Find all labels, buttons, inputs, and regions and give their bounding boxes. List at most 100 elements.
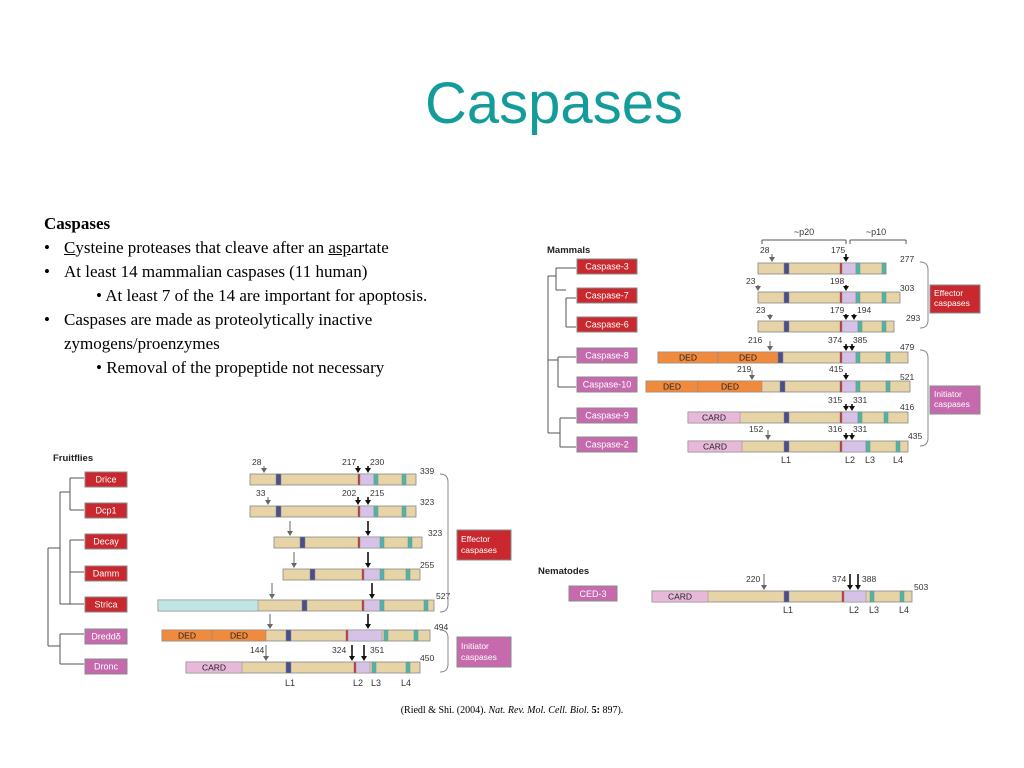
- mammal-initiator-label-1: Initiator: [934, 389, 962, 399]
- ced-3-segment-5: [899, 590, 905, 603]
- fly-length-450: 450: [420, 653, 434, 663]
- site-c8-b: 374: [828, 335, 842, 345]
- caspase-10-segment-2: [779, 380, 786, 393]
- caspase-3-bar: [757, 262, 887, 275]
- dcp1-segment-0: [275, 505, 282, 518]
- mammal-length-303: 303: [900, 283, 914, 293]
- caspase-6-segment-0: [783, 320, 790, 333]
- citation: (Riedl & Shi. (2004). Nat. Rev. Mol. Cel…: [0, 705, 1024, 716]
- strica-segment-4: [379, 599, 385, 612]
- fly-dreddδ-box: [84, 628, 128, 645]
- dronc-segment-1: [285, 661, 292, 674]
- ced3-box: [568, 585, 618, 602]
- fly-site-6: 215: [370, 488, 384, 498]
- ced-3-segment-3: [843, 590, 867, 603]
- dronc-segment-0: [185, 661, 243, 674]
- ced3-site-2: 374: [832, 574, 846, 584]
- arrow-c10-b-head: [843, 375, 849, 380]
- strica-segment-3: [363, 599, 381, 612]
- fly-site-4: 33: [256, 488, 266, 498]
- ced3-loop-l1: L1: [783, 605, 793, 615]
- damm-segment-0: [309, 568, 316, 581]
- nematodes-header: Nematodes: [538, 566, 589, 577]
- mammal-caspase-9-label: Caspase-9: [585, 411, 629, 421]
- bullet2-text: At least 14 mammalian caspases (11 human…: [64, 262, 368, 281]
- fly-arrow-11-head: [269, 594, 275, 599]
- decay-segment-2: [359, 536, 383, 549]
- fly-effector-label-2: caspases: [461, 545, 497, 555]
- fly-dreddδ-label: Dreddδ: [91, 632, 121, 642]
- site-c8-a: 216: [748, 335, 762, 345]
- fly-site-3: 230: [370, 457, 384, 467]
- arrow-c8-c-head: [849, 346, 855, 351]
- fly-decay-box: [84, 533, 128, 550]
- dronc-segment-5: [405, 661, 411, 674]
- fruitflies-header: Fruitflies: [53, 453, 93, 464]
- fly-arrow-2-head: [355, 468, 361, 473]
- fly-arrow-5-head: [355, 500, 361, 505]
- bullet1-mid: ysteine proteases that cleave after an: [75, 238, 329, 257]
- fly-arrow-1-head: [261, 468, 267, 473]
- caspase-2-segment-4: [865, 440, 871, 453]
- fly-arrow-3-head: [365, 468, 371, 473]
- dredd-segment-4: [347, 629, 383, 642]
- fly-site-7: 144: [250, 645, 264, 655]
- site-c6-c: 194: [857, 305, 871, 315]
- caspase-6-segment-4: [881, 320, 887, 333]
- dronc-segment-4: [371, 661, 377, 674]
- fly-damm-box: [84, 565, 128, 582]
- mammal-caspase-9-box: [576, 407, 638, 424]
- ced-3-segment-0: [651, 590, 709, 603]
- fly-dronc-label: Dronc: [94, 662, 119, 672]
- ced3-length: 503: [914, 582, 928, 592]
- mammal-caspase-7-box: [576, 287, 638, 304]
- dcp1-segment-4: [401, 505, 407, 518]
- site-c10-a: 219: [737, 364, 751, 374]
- dronc-domain-0: CARD: [202, 663, 226, 673]
- caspase-8-domain-1: DED: [739, 353, 757, 363]
- mammal-effector-box: [929, 284, 981, 314]
- caspase-3-segment-1: [839, 262, 843, 275]
- drice-segment-2: [359, 473, 375, 486]
- mammal-loop-l2: L2: [845, 455, 855, 465]
- fly-arrow-17-head: [361, 656, 367, 661]
- sub-bullet-propeptide: • Removal of the propeptide not necessar…: [96, 358, 385, 377]
- mammal-initiator-bracket: [919, 349, 929, 447]
- caspase-9-segment-0: [687, 411, 741, 424]
- site-c6-b: 179: [830, 305, 844, 315]
- decay-segment-0: [299, 536, 306, 549]
- damm-segment-4: [405, 568, 411, 581]
- fly-length-339: 339: [420, 466, 434, 476]
- fly-dcp1-box: [84, 502, 128, 519]
- sub-bullet-apoptosis: • At least 7 of the 14 are important for…: [96, 286, 428, 305]
- ced-3-segment-1: [783, 590, 790, 603]
- mammal-initiator-box: [929, 385, 981, 415]
- citation-pages: 897).: [599, 705, 624, 716]
- site-c2-a: 152: [749, 424, 763, 434]
- fly-site-5: 202: [342, 488, 356, 498]
- fly-arrow-9-head: [291, 563, 297, 568]
- ced3-arrow-2-head: [847, 585, 853, 590]
- dcp1-segment-3: [373, 505, 379, 518]
- mammal-effector-label-1: Effector: [934, 288, 963, 298]
- underlined-asp: asp: [328, 238, 351, 257]
- mammal-length-416: 416: [900, 402, 914, 412]
- arrow-c7-b-head: [843, 286, 849, 291]
- mammal-length-521: 521: [900, 372, 914, 382]
- arrow-c6-b-head: [843, 315, 849, 320]
- summary-text: Caspases •Cysteine proteases that cleave…: [44, 212, 474, 380]
- summary-heading: Caspases: [44, 214, 111, 233]
- arrow-c10-a-head: [749, 375, 755, 380]
- fly-initiator-label-1: Initiator: [461, 641, 489, 651]
- mammal-effector-label-2: caspases: [934, 298, 970, 308]
- arrow-c2-c-head: [849, 435, 855, 440]
- drice-bar: [249, 473, 417, 486]
- fly-arrow-8-head: [365, 531, 371, 536]
- strica-segment-0: [157, 599, 259, 612]
- bullet1-end: artate: [351, 238, 389, 257]
- drice-segment-1: [357, 473, 361, 486]
- fly-arrow-6-head: [365, 500, 371, 505]
- decay-bar: [273, 536, 423, 549]
- arrow-c8-b-head: [843, 346, 849, 351]
